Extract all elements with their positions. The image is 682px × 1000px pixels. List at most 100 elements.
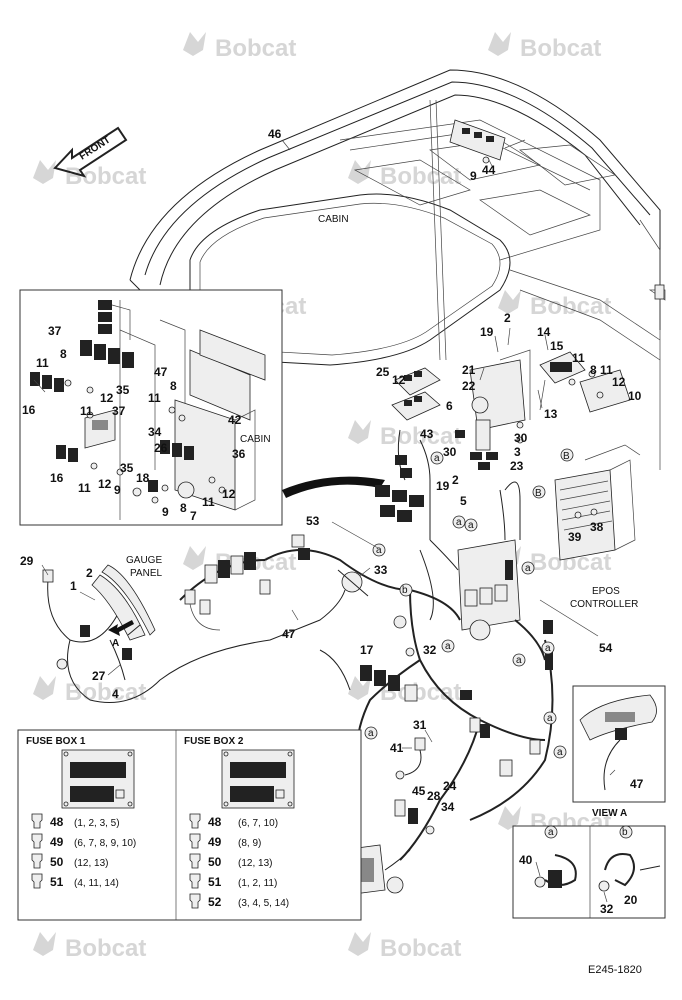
fuse-box-2-row-num: 52	[208, 895, 222, 909]
callout-25: 25	[376, 365, 390, 379]
callout-42: 42	[228, 413, 242, 427]
callout-11: 11	[148, 391, 161, 405]
marker-a: a	[548, 827, 554, 838]
marker-a: a	[525, 563, 531, 574]
callout-36: 36	[232, 447, 246, 461]
callouts: 46 9 44 2 19 14 15 21 22 11 8 11 12 10 2…	[20, 127, 644, 916]
fuse-box-2-title: FUSE BOX 2	[184, 736, 244, 747]
drawing-reference: E245-1820	[588, 964, 642, 976]
callout-44: 44	[482, 163, 496, 177]
view-a-arrow	[108, 620, 134, 636]
marker-B: B	[563, 451, 570, 462]
callout-12: 12	[98, 477, 112, 491]
callout-34: 34	[441, 800, 455, 814]
callout-45: 45	[412, 784, 426, 798]
fuse-box-1-title: FUSE BOX 1	[26, 736, 86, 747]
fuse-box-2-row-list: (12, 13)	[238, 858, 272, 869]
watermark-logo: Bobcat	[348, 932, 461, 962]
callout-9: 9	[114, 483, 121, 497]
callout-34: 34	[148, 425, 162, 439]
callout-47: 47	[154, 365, 168, 379]
callout-31: 31	[413, 718, 427, 732]
callout-6: 6	[446, 399, 453, 413]
callout-41: 41	[390, 741, 404, 755]
fuse-box-1-row-num: 51	[50, 875, 64, 889]
callout-4: 4	[112, 687, 119, 701]
callout-12: 12	[100, 391, 114, 405]
clip-detail-inset: a b	[512, 825, 666, 919]
callout-37: 37	[48, 324, 62, 338]
callout-32: 32	[600, 902, 614, 916]
fuse-box-2-row-num: 48	[208, 815, 222, 829]
callout-24: 24	[443, 779, 457, 793]
callout-11: 11	[572, 351, 585, 365]
fuse-box-2-drawing	[221, 749, 295, 809]
fuse-box-2-row-num: 50	[208, 855, 222, 869]
fuse-box-1-row-num: 50	[50, 855, 64, 869]
callout-23: 23	[510, 459, 524, 473]
callout-15: 15	[550, 339, 564, 353]
callout-26: 26	[154, 441, 168, 455]
watermark-logo: Bobcat	[498, 290, 611, 320]
marker-a: a	[376, 545, 382, 556]
watermark-text: Bobcat	[520, 35, 601, 62]
fuse-box-1-row-list: (6, 7, 8, 9, 10)	[74, 838, 136, 849]
callout-29: 29	[20, 554, 34, 568]
callout-19: 19	[436, 479, 450, 493]
marker-a: a	[545, 643, 551, 654]
callout-9: 9	[162, 505, 169, 519]
callout-11: 11	[202, 495, 215, 509]
marker-a: a	[468, 520, 474, 531]
watermark-logo: Bobcat	[33, 676, 146, 706]
callout-12: 12	[392, 373, 406, 387]
callout-2: 2	[504, 311, 511, 325]
callout-18: 18	[136, 471, 150, 485]
fuse-icon	[189, 853, 201, 869]
main-harness: A	[42, 451, 567, 896]
watermark-logo: Bobcat	[33, 160, 146, 190]
callout-14: 14	[537, 325, 551, 339]
callout-8: 8	[180, 501, 187, 515]
marker-a: a	[547, 713, 553, 724]
marker-a: a	[368, 728, 374, 739]
callout-9: 9	[470, 169, 477, 183]
watermark-logo: Bobcat	[183, 32, 296, 62]
cabin-fuse-relay-area: B B	[375, 349, 641, 561]
callout-19: 19	[480, 325, 494, 339]
callout-12: 12	[612, 375, 626, 389]
epos-label-2: CONTROLLER	[570, 599, 638, 610]
view-a-label: VIEW A	[592, 808, 627, 819]
callout-1: 1	[70, 579, 77, 593]
callout-17: 17	[360, 643, 374, 657]
marker-b: b	[622, 827, 628, 838]
callout-16: 16	[50, 471, 64, 485]
gauge-panel-label-1: GAUGE	[126, 555, 162, 566]
fuse-box-1-row-list: (4, 11, 14)	[74, 878, 119, 889]
watermark-text: Bobcat	[65, 163, 146, 190]
watermark-text: Bobcat	[380, 935, 461, 962]
fuse-box-2-row-list: (6, 7, 10)	[238, 818, 278, 829]
marker-a: a	[557, 747, 563, 758]
roof-switch-panel	[449, 119, 526, 164]
callout-8: 8	[590, 363, 597, 377]
callout-40: 40	[519, 853, 533, 867]
callout-20: 20	[624, 893, 638, 907]
fuse-box-2-row-list: (3, 4, 5, 14)	[238, 898, 289, 909]
callout-11: 11	[600, 363, 613, 377]
callout-38: 38	[590, 520, 604, 534]
fuse-box-2-row-num: 49	[208, 835, 222, 849]
epos-label-1: EPOS	[592, 586, 620, 597]
callout-22: 22	[462, 379, 476, 393]
fuse-icon	[31, 853, 43, 869]
gauge-panel-label-2: PANEL	[130, 568, 162, 579]
callout-54: 54	[599, 641, 613, 655]
callout-2: 2	[452, 473, 459, 487]
callout-30: 30	[514, 431, 528, 445]
front-label: FRONT	[78, 135, 113, 163]
leader-lines	[33, 139, 616, 903]
callout-46: 46	[268, 127, 282, 141]
marker-a: a	[516, 655, 522, 666]
fuse-icon	[31, 813, 43, 829]
callout-28: 28	[427, 789, 441, 803]
callout-32: 32	[423, 643, 437, 657]
